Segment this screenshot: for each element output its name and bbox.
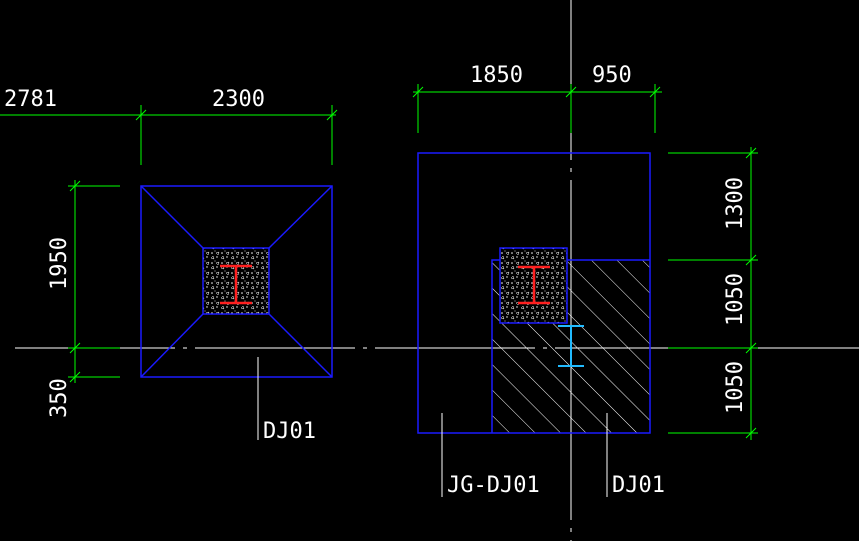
right-single-label: DJ01 xyxy=(612,473,665,498)
right-dimensions xyxy=(412,84,758,440)
left-cutoff-dimension: 2781 xyxy=(4,87,57,112)
left-footing-outline xyxy=(140,185,333,378)
right-top-right-dimension: 950 xyxy=(592,63,632,88)
left-footing-slope-line xyxy=(140,313,204,378)
right-combined-label: JG-DJ01 xyxy=(447,473,540,498)
left-footing-slope-line xyxy=(268,313,333,378)
left-footing: DJ01 xyxy=(140,185,333,444)
left-steel-column-icon xyxy=(220,264,252,305)
left-offset-dimension: 350 xyxy=(47,378,72,418)
left-top-dimension: 2300 xyxy=(212,87,265,112)
right-side-top-dimension: 1300 xyxy=(723,177,748,230)
left-footing-slope-line xyxy=(268,185,333,249)
anchor-steel-icon xyxy=(558,325,584,367)
right-side-bottom-dimension: 1050 xyxy=(723,361,748,414)
left-footing-label: DJ01 xyxy=(263,419,316,444)
right-footing: JG-DJ01 DJ01 xyxy=(417,152,665,498)
right-steel-column-icon xyxy=(518,265,550,305)
left-footing-slope-line xyxy=(140,185,204,249)
right-combined-footing-outline xyxy=(417,152,651,434)
right-top-left-dimension: 1850 xyxy=(470,63,523,88)
left-height-dimension: 1950 xyxy=(47,237,72,290)
left-dimensions xyxy=(0,105,338,383)
right-side-middle-dimension: 1050 xyxy=(723,273,748,326)
right-single-footing-outline xyxy=(491,259,650,433)
